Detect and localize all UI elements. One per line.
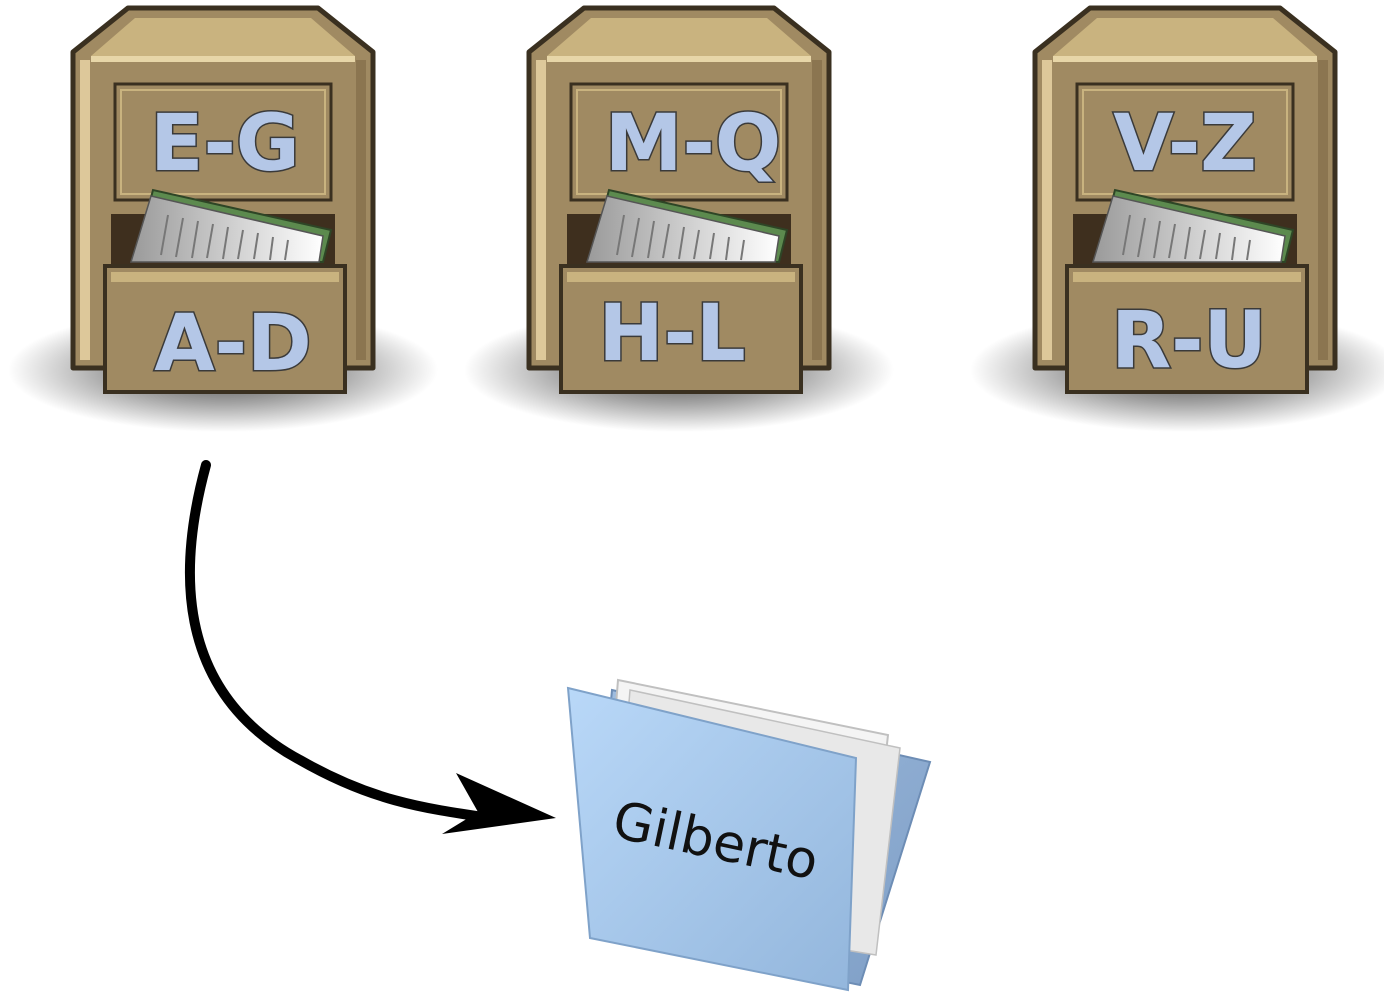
cabinet-bottom-label: A-D bbox=[154, 299, 312, 389]
cabinet-top-label: E-G bbox=[150, 99, 300, 189]
filing-cabinet-a-g: E-G A-D bbox=[8, 8, 438, 432]
cabinet-top-label: V-Z bbox=[1113, 99, 1257, 189]
folder-icon: Gilberto bbox=[566, 678, 932, 992]
cabinet-bottom-label: H-L bbox=[598, 289, 745, 379]
curved-arrow-icon bbox=[184, 460, 556, 834]
cabinet-top-label: M-Q bbox=[605, 99, 781, 189]
filing-cabinet-h-q: M-Q H-L bbox=[464, 8, 894, 432]
cabinet-bottom-label: R-U bbox=[1111, 296, 1267, 386]
filing-cabinet-r-z: V-Z R-U bbox=[970, 8, 1384, 432]
